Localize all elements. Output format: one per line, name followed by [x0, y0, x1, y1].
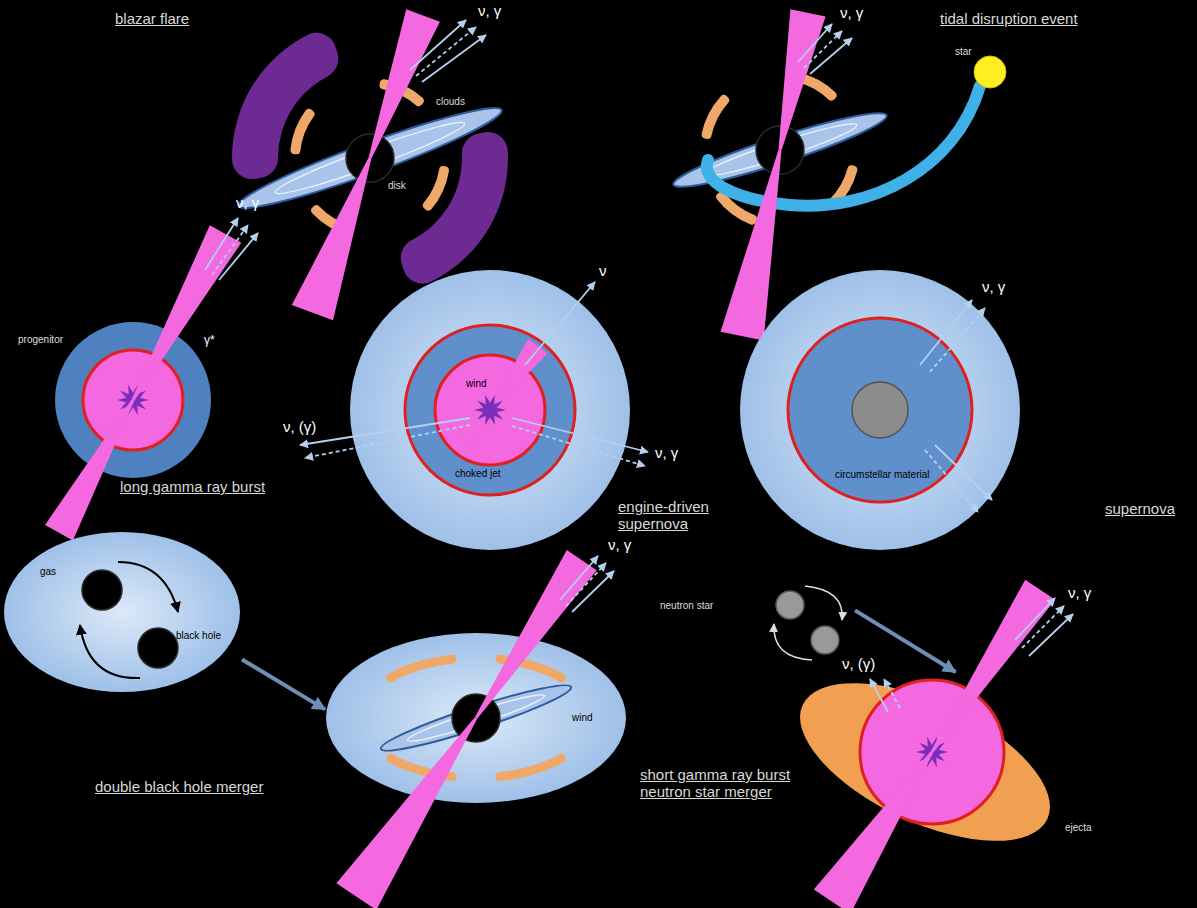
- particle-label: ν, γ: [608, 536, 631, 553]
- particle-arrow: [416, 27, 476, 76]
- jet-cone: [931, 580, 1055, 753]
- jet-cone: [814, 751, 933, 908]
- wind-arc: [500, 758, 562, 777]
- particle-label: ν, (γ): [283, 418, 316, 435]
- jet-cone: [779, 9, 826, 150]
- ejecta-cloud: ejecta: [785, 672, 1095, 837]
- panel-title: blazar flare: [115, 10, 189, 27]
- jet-cone: [369, 9, 440, 158]
- part-label: wind: [466, 378, 487, 390]
- particle-arrow: [512, 426, 645, 466]
- part-label: neutron star: [660, 600, 713, 612]
- neutron-star-binary: neutron star: [655, 578, 855, 668]
- panel-title: supernova: [1105, 500, 1175, 517]
- gas-ellipse: [4, 532, 240, 692]
- part-label: black hole: [176, 630, 221, 642]
- particle-arrow: [219, 233, 258, 280]
- part-label: ejecta: [1065, 822, 1092, 834]
- particle-label: ν: [599, 262, 607, 279]
- black-hole: [138, 628, 178, 668]
- particle-arrow: [300, 418, 470, 445]
- part-label: disk: [388, 180, 406, 192]
- particle-label: ν, (γ): [842, 655, 875, 672]
- part-label: gas: [40, 566, 56, 578]
- particle-arrow: [410, 20, 466, 70]
- orbit-arrow: [80, 625, 140, 678]
- engine-sn-figure: [300, 270, 648, 550]
- merger-cloud: wind: [325, 632, 627, 804]
- ejecta-cloud: [350, 270, 630, 550]
- particle-label: ν, γ: [236, 194, 259, 211]
- particle-arrow: [870, 679, 888, 712]
- node-figure: [777, 580, 1073, 908]
- jet-cone: [475, 550, 597, 719]
- particle-label: ν, γ: [478, 2, 501, 19]
- node-shape: [655, 578, 855, 668]
- particle-arrow: [305, 425, 470, 458]
- panel-title: tidal disruption event: [940, 10, 1078, 27]
- jet-cone: [721, 150, 782, 341]
- particle-label: ν, γ: [982, 278, 1005, 295]
- neutron-star: [776, 591, 804, 619]
- jet-cone: [45, 399, 134, 540]
- cloud-arc: [423, 166, 449, 211]
- part-label: star: [955, 46, 972, 58]
- node-shape: [2, 530, 242, 696]
- node-figure: [326, 550, 626, 908]
- flow-arrow: [242, 659, 325, 709]
- part-label: clouds: [436, 96, 465, 108]
- particle-label: ν, γ: [1068, 584, 1091, 601]
- wind-arc: [391, 659, 453, 678]
- explosion-burst: [474, 395, 506, 425]
- particle-arrow: [925, 450, 978, 512]
- stellar-envelope: [405, 325, 575, 495]
- orbit-arrow: [805, 586, 842, 620]
- part-label: circumstellar material: [835, 469, 929, 481]
- panel-title: double black hole merger: [95, 778, 263, 795]
- part-label: choked jet: [455, 468, 501, 480]
- particle-arrow: [525, 282, 595, 365]
- supernova-figure: [740, 270, 1020, 550]
- orbit-arrow: [774, 624, 812, 660]
- jet-cone: [336, 717, 477, 908]
- stellar-stream: [707, 86, 980, 206]
- particle-arrow: [422, 35, 486, 82]
- panel-title: long gamma ray burst: [120, 478, 265, 495]
- node-figure: [774, 586, 842, 660]
- particle-label: ν, γ: [655, 444, 678, 461]
- particle-label: γ*: [204, 334, 215, 348]
- neutron-star: [811, 626, 839, 654]
- ejecta-cloud: [740, 270, 1020, 550]
- part-label: progenitor: [18, 334, 63, 346]
- node-figure: [4, 532, 240, 692]
- particle-arrow: [884, 679, 900, 708]
- particle-arrow: [930, 308, 985, 372]
- particle-arrow: [1029, 614, 1073, 656]
- circumstellar-shell: [788, 318, 972, 502]
- panel-title: short gamma ray burst neutron star merge…: [640, 766, 815, 801]
- cloud-arc: [702, 95, 730, 139]
- particle-arrow: [572, 571, 614, 612]
- panel-title: engine-driven supernova: [618, 498, 743, 533]
- black-hole: [82, 570, 122, 610]
- jet-cone: [132, 225, 242, 400]
- dust-torus: [232, 33, 338, 179]
- gas-cloud: gas black hole: [2, 530, 242, 696]
- part-label: wind: [572, 712, 593, 724]
- stellar-core: [852, 382, 908, 438]
- jet-cone: [292, 158, 372, 321]
- particle-arrow: [1015, 598, 1055, 640]
- star-symbol: [974, 56, 1006, 88]
- node-shape: [785, 672, 1095, 837]
- particle-arrow: [810, 38, 852, 74]
- particle-arrow: [935, 445, 992, 500]
- cloud-arc: [290, 109, 314, 155]
- orbit-arrow: [118, 562, 178, 612]
- particle-label: ν, γ: [840, 4, 863, 21]
